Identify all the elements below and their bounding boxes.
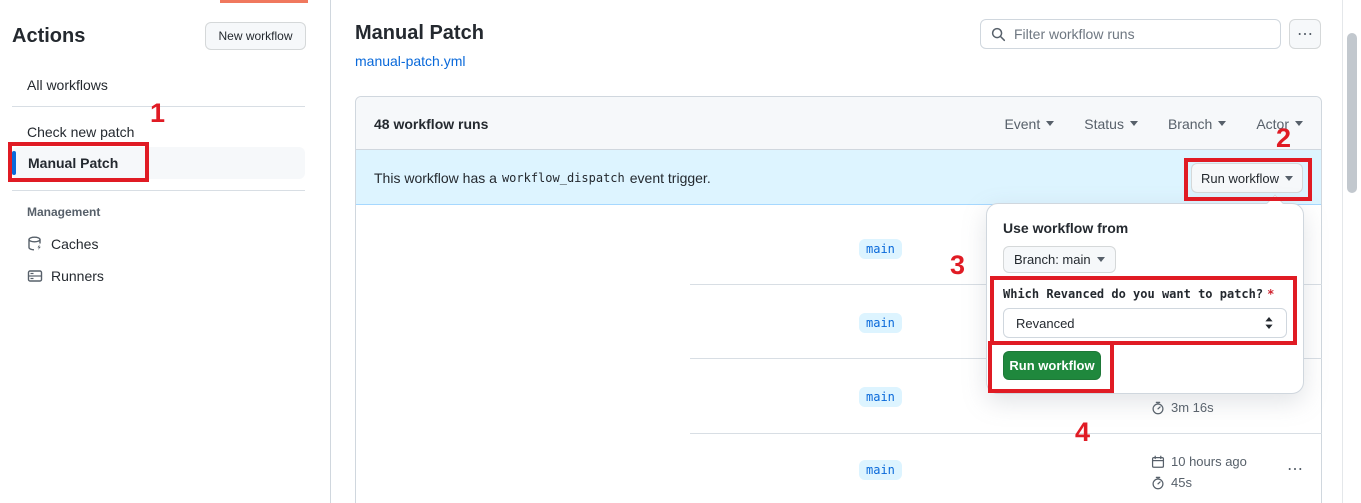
workflow-options-kebab-button[interactable]: ⋯ <box>1289 19 1321 49</box>
revanced-select[interactable]: Revanced <box>1003 308 1287 338</box>
sidebar-item-check-new-patch[interactable]: Check new patch <box>27 124 135 140</box>
new-workflow-label: New workflow <box>218 29 293 43</box>
cache-icon <box>28 236 41 251</box>
run-workflow-submit-button[interactable]: Run workflow <box>1003 351 1101 380</box>
revanced-input-label-text: Which Revanced do you want to patch? <box>1003 287 1264 301</box>
revanced-select-value: Revanced <box>1016 315 1075 331</box>
chevron-down-icon <box>1218 121 1227 126</box>
scrollbar-thumb[interactable] <box>1347 33 1357 193</box>
banner-suffix: event trigger. <box>629 169 711 186</box>
workflow-file-link[interactable]: manual-patch.yml <box>355 53 466 69</box>
revanced-input-label: Which Revanced do you want to patch?* <box>1003 287 1274 301</box>
annotation-number-1: 1 <box>150 98 166 128</box>
sidebar-item-caches[interactable]: Caches <box>27 236 98 252</box>
runs-filters: Event Status Branch Actor <box>1004 97 1303 150</box>
sidebar-item-runners[interactable]: Runners <box>27 268 104 284</box>
use-workflow-from-heading: Use workflow from <box>1003 220 1129 236</box>
run-started-text: 10 hours ago <box>1171 454 1247 469</box>
filter-actor-label: Actor <box>1256 115 1289 132</box>
scrollbar-track <box>1342 0 1343 503</box>
runs-count: 48 workflow runs <box>374 115 489 132</box>
branch-badge[interactable]: main <box>859 460 902 480</box>
chevron-down-icon <box>1129 121 1138 126</box>
caches-label: Caches <box>51 236 99 252</box>
chevron-down-icon <box>1096 257 1105 262</box>
filter-runs-searchbox[interactable] <box>980 19 1281 49</box>
sidebar-item-manual-patch-label[interactable]: Manual Patch <box>28 155 119 171</box>
management-section-label: Management <box>27 205 101 219</box>
run-started-time: 10 hours ago <box>1151 454 1247 469</box>
branch-badge[interactable]: main <box>859 387 902 407</box>
kebab-icon: ⋯ <box>1287 461 1303 478</box>
calendar-icon <box>1151 455 1165 468</box>
chevron-down-icon <box>1046 121 1055 126</box>
branch-badge[interactable]: main <box>859 239 902 259</box>
new-workflow-button[interactable]: New workflow <box>205 22 306 50</box>
run-workflow-submit-label: Run workflow <box>1009 358 1095 373</box>
filter-branch-label: Branch <box>1167 115 1213 132</box>
chevron-down-icon <box>1285 175 1294 181</box>
banner-event-code: workflow_dispatch <box>501 170 625 185</box>
filter-branch[interactable]: Branch <box>1167 115 1227 132</box>
runners-label: Runners <box>51 268 104 284</box>
select-arrows-icon <box>1265 317 1273 329</box>
stopwatch-icon <box>1152 401 1164 414</box>
run-duration: 45s <box>1151 475 1192 490</box>
stopwatch-icon <box>1152 476 1164 489</box>
filter-status[interactable]: Status <box>1084 116 1138 132</box>
sidebar-divider-vertical <box>330 0 331 503</box>
sidebar-item-manual-patch[interactable] <box>12 147 305 179</box>
sidebar-divider <box>12 106 305 107</box>
run-duration-text: 3m 16s <box>1171 400 1214 415</box>
filter-status-label: Status <box>1084 115 1124 132</box>
branch-selector-button[interactable]: Branch: main <box>1003 246 1116 273</box>
run-duration: 3m 16s <box>1151 400 1214 415</box>
selected-indicator-bar <box>12 151 16 175</box>
workflow-title: Manual Patch <box>355 22 484 44</box>
branch-badge[interactable]: main <box>859 313 902 333</box>
filter-event-label: Event <box>1004 115 1041 132</box>
filter-workflow-runs-input[interactable] <box>1014 26 1270 42</box>
sidebar-divider <box>12 190 305 191</box>
page-title: Actions <box>12 25 86 47</box>
sidebar-item-all-workflows[interactable]: All workflows <box>27 77 108 93</box>
row-divider <box>690 433 1322 434</box>
run-workflow-panel: Use workflow from Branch: main Which Rev… <box>986 194 1304 394</box>
filter-actor[interactable]: Actor <box>1256 116 1303 132</box>
required-asterisk: * <box>1267 287 1275 301</box>
loading-progress-bar <box>220 0 308 3</box>
run-workflow-dropdown-button[interactable]: Run workflow <box>1191 163 1303 193</box>
run-duration-text: 45s <box>1171 475 1192 490</box>
filter-event[interactable]: Event <box>1004 115 1055 132</box>
runs-list-header: 48 workflow runs Event Status Branch Act… <box>356 97 1321 150</box>
run-workflow-dropdown-label: Run workflow <box>1200 170 1280 186</box>
runners-icon <box>27 270 43 282</box>
run-options-kebab-button[interactable]: ⋯ <box>1281 459 1309 479</box>
branch-selector-label: Branch: main <box>1014 252 1091 267</box>
search-icon <box>991 27 1006 41</box>
banner-prefix: This workflow has a <box>374 169 497 186</box>
banner-text: This workflow has a workflow_dispatch ev… <box>374 150 711 205</box>
kebab-icon: ⋯ <box>1297 26 1313 43</box>
workflow-dispatch-banner: This workflow has a workflow_dispatch ev… <box>356 150 1321 205</box>
chevron-down-icon <box>1295 121 1303 126</box>
